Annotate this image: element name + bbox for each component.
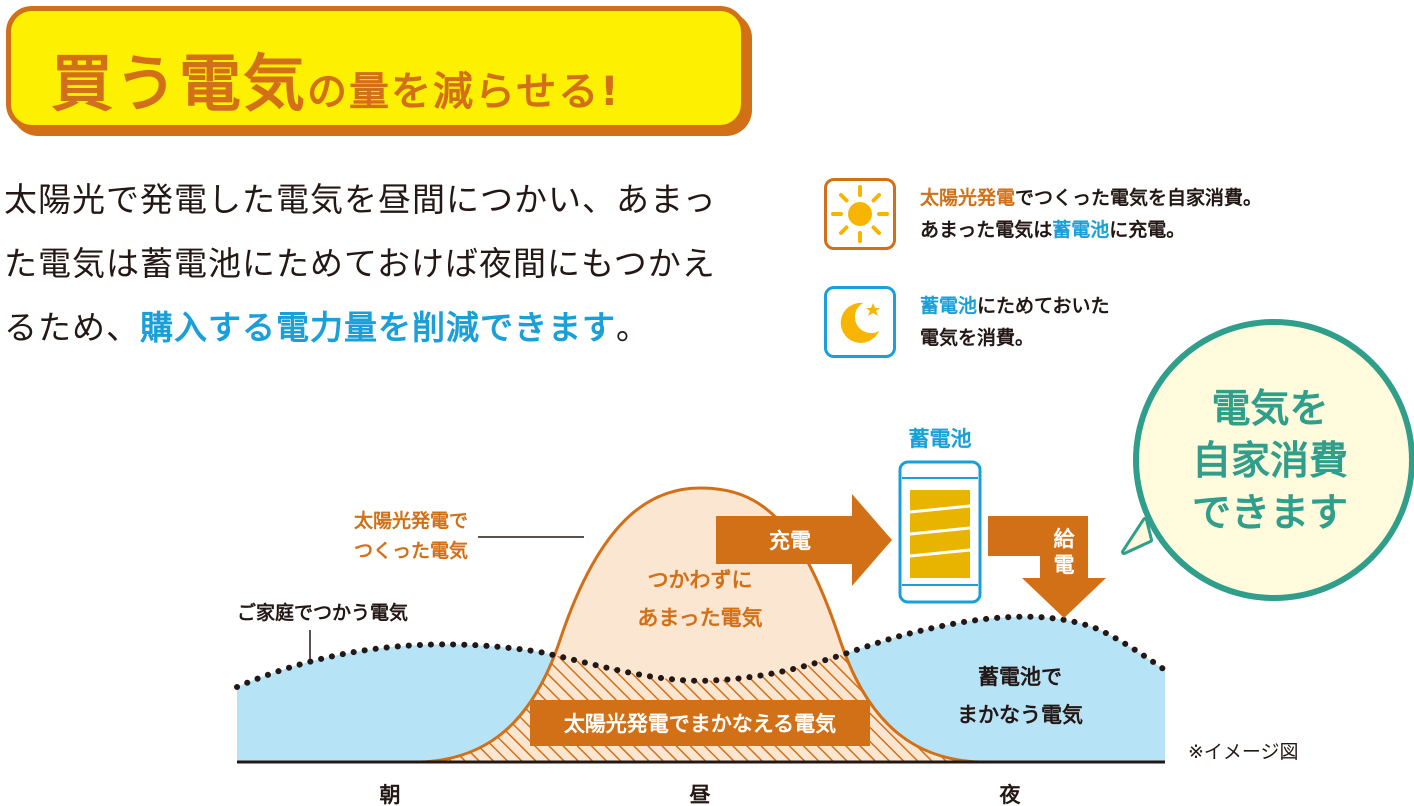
legend-sun-rest1: でつくった電気を自家消費。 [1015, 187, 1263, 209]
intro-text-end: 。 [616, 308, 650, 347]
bubble-line1: 電気を [1211, 387, 1329, 432]
battery-covered-line1: 蓄電池で [978, 665, 1062, 689]
bubble-line2: 自家消費 [1191, 439, 1348, 484]
bubble-text: 電気を 自家消費 できます [1170, 384, 1370, 540]
battery-label: 蓄電池 [909, 427, 972, 451]
supply-label-char2: 電 [1054, 553, 1075, 577]
bubble-line3: できます [1191, 491, 1348, 536]
speech-bubble [1121, 319, 1414, 601]
battery-covered-line2: まかなう電気 [957, 703, 1083, 727]
solar-curve-line [419, 486, 981, 764]
title-part2: の量を減らせる [307, 69, 601, 115]
axis-label-morning: 朝 [380, 783, 401, 806]
solar-label-line2: つくった電気 [354, 539, 468, 562]
legend-moon-box [824, 286, 896, 358]
intro-text-highlight: 購入する電力量を削減できます [140, 308, 616, 347]
supply-arrow: 給 電 [988, 516, 1106, 618]
solar-covered-label-box [530, 700, 870, 746]
title-exclaim: ! [600, 69, 621, 115]
moon-icon [840, 302, 880, 343]
legend-moon-text: 蓄電池にためておいた 電気を消費。 [920, 290, 1109, 354]
intro-text-plain: 太陽光で発電した電気を昼間につかい、あまった電気は蓄電池にためておけば夜間にもつ… [4, 180, 717, 347]
legend-sun-highlight2: 蓄電池 [1052, 219, 1110, 241]
legend-moon-plain2: 電気を消費。 [920, 327, 1035, 349]
legend-sun-box [824, 178, 896, 250]
intro-paragraph: 太陽光で発電した電気を昼間につかい、あまった電気は蓄電池にためておけば夜間にもつ… [4, 168, 744, 360]
legend-sun-highlight1: 太陽光発電 [920, 187, 1016, 209]
title-part1: 買う電気 [51, 47, 308, 120]
battery-icon [898, 460, 982, 604]
charge-label: 充電 [769, 529, 811, 553]
sun-icon [831, 185, 889, 243]
solar-label-line1: 太陽光発電で [354, 509, 468, 532]
charge-arrow: 充電 [716, 494, 892, 586]
supply-label-char1: 給 [1054, 527, 1076, 551]
title-banner: 買う電気の量を減らせる! [6, 6, 746, 130]
legend-sun-plain2: あまった電気は [920, 219, 1053, 241]
legend-moon-highlight1: 蓄電池 [920, 295, 978, 317]
axis-label-night: 夜 [999, 783, 1022, 806]
legend-sun-text: 太陽光発電でつくった電気を自家消費。 あまった電気は蓄電池に充電。 [920, 182, 1262, 246]
home-usage-label: ご家庭でつかう電気 [237, 601, 408, 624]
surplus-label-line2: あまった電気 [637, 606, 762, 630]
surplus-label-line1: つかわずに [648, 568, 753, 592]
legend-sun-rest2: に充電。 [1109, 219, 1186, 241]
home-usage-line [234, 613, 1168, 690]
image-note: ※イメージ図 [1188, 741, 1299, 763]
axis-label-noon: 昼 [690, 783, 711, 806]
solar-covered-label: 太陽光発電でまかなえる電気 [564, 712, 836, 736]
page-title: 買う電気の量を減らせる! [51, 33, 620, 123]
legend-moon-rest1: にためておいた [977, 295, 1110, 317]
